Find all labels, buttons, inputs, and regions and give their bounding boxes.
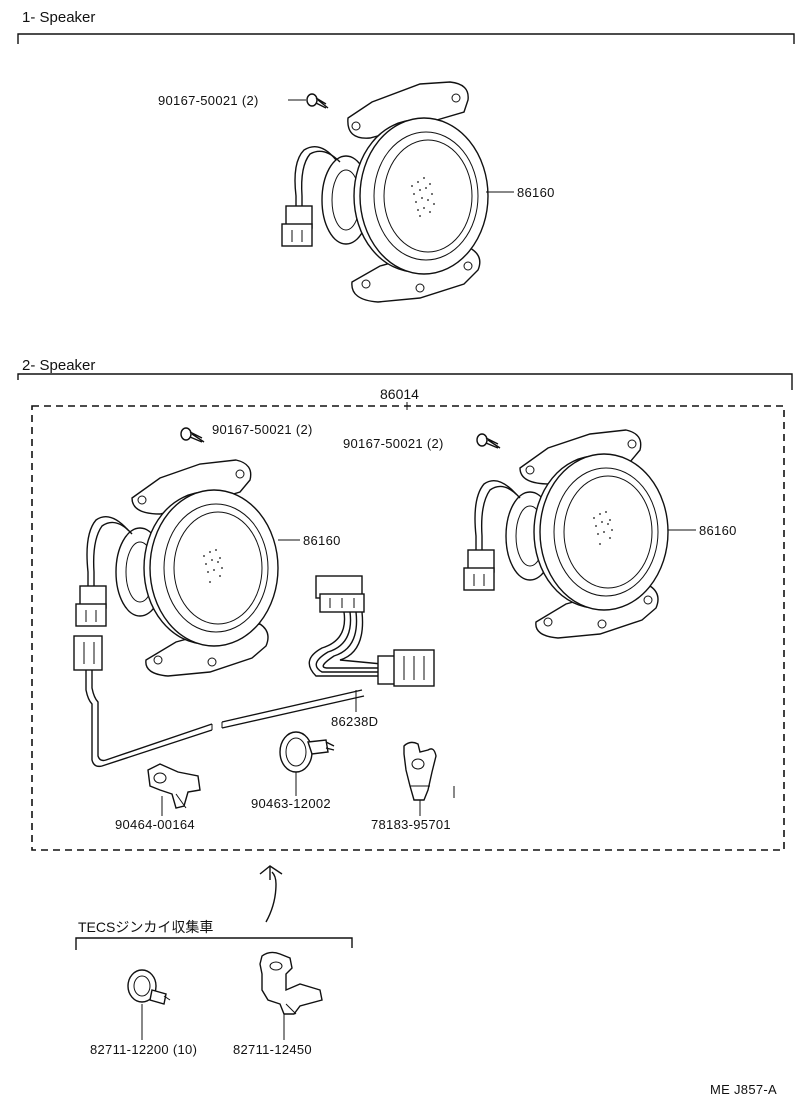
speaker-2a-drawing — [75, 427, 279, 677]
label-screw-1: 90167-50021 (2) — [158, 93, 259, 108]
section-1-title: 1- Speaker — [22, 9, 95, 26]
tecs-section-title: TECSジンカイ収集車 — [78, 919, 213, 935]
label-tecs-clamp: 82711-12200 (10) — [90, 1042, 197, 1057]
label-speaker-2b: 86160 — [699, 523, 737, 538]
band-drawing — [279, 731, 335, 773]
harness-drawing — [308, 575, 435, 687]
section-1-bracket — [17, 33, 795, 44]
tecs-clip-drawing — [259, 951, 323, 1015]
label-tecs-clip: 82711-12450 — [233, 1042, 312, 1057]
label-band: 90463-12002 — [251, 796, 331, 811]
section-2-bracket — [17, 373, 793, 390]
tecs-section-bracket — [75, 937, 353, 950]
label-clip: 78183-95701 — [371, 817, 451, 832]
section-2-title: 2- Speaker — [22, 357, 95, 374]
assembly-boundary — [31, 405, 785, 851]
clip-drawing — [403, 741, 437, 801]
label-speaker-2a: 86160 — [303, 533, 341, 548]
label-clamp-a: 90464-00164 — [115, 817, 195, 832]
reference-arrow — [259, 865, 283, 923]
label-harness: 86238D — [331, 714, 378, 729]
label-screw-2a: 90167-50021 (2) — [212, 422, 313, 437]
label-speaker-1: 86160 — [517, 185, 555, 200]
assembly-code: 86014 — [380, 386, 419, 402]
label-screw-2b: 90167-50021 (2) — [343, 436, 444, 451]
footer-code: ME J857-A — [710, 1082, 777, 1097]
speaker-1-drawing — [281, 81, 489, 303]
speaker-2b-drawing — [463, 429, 669, 639]
clamp-a-drawing — [147, 763, 201, 809]
tecs-clamp-drawing — [127, 969, 171, 1005]
cable-drawing — [73, 635, 365, 768]
